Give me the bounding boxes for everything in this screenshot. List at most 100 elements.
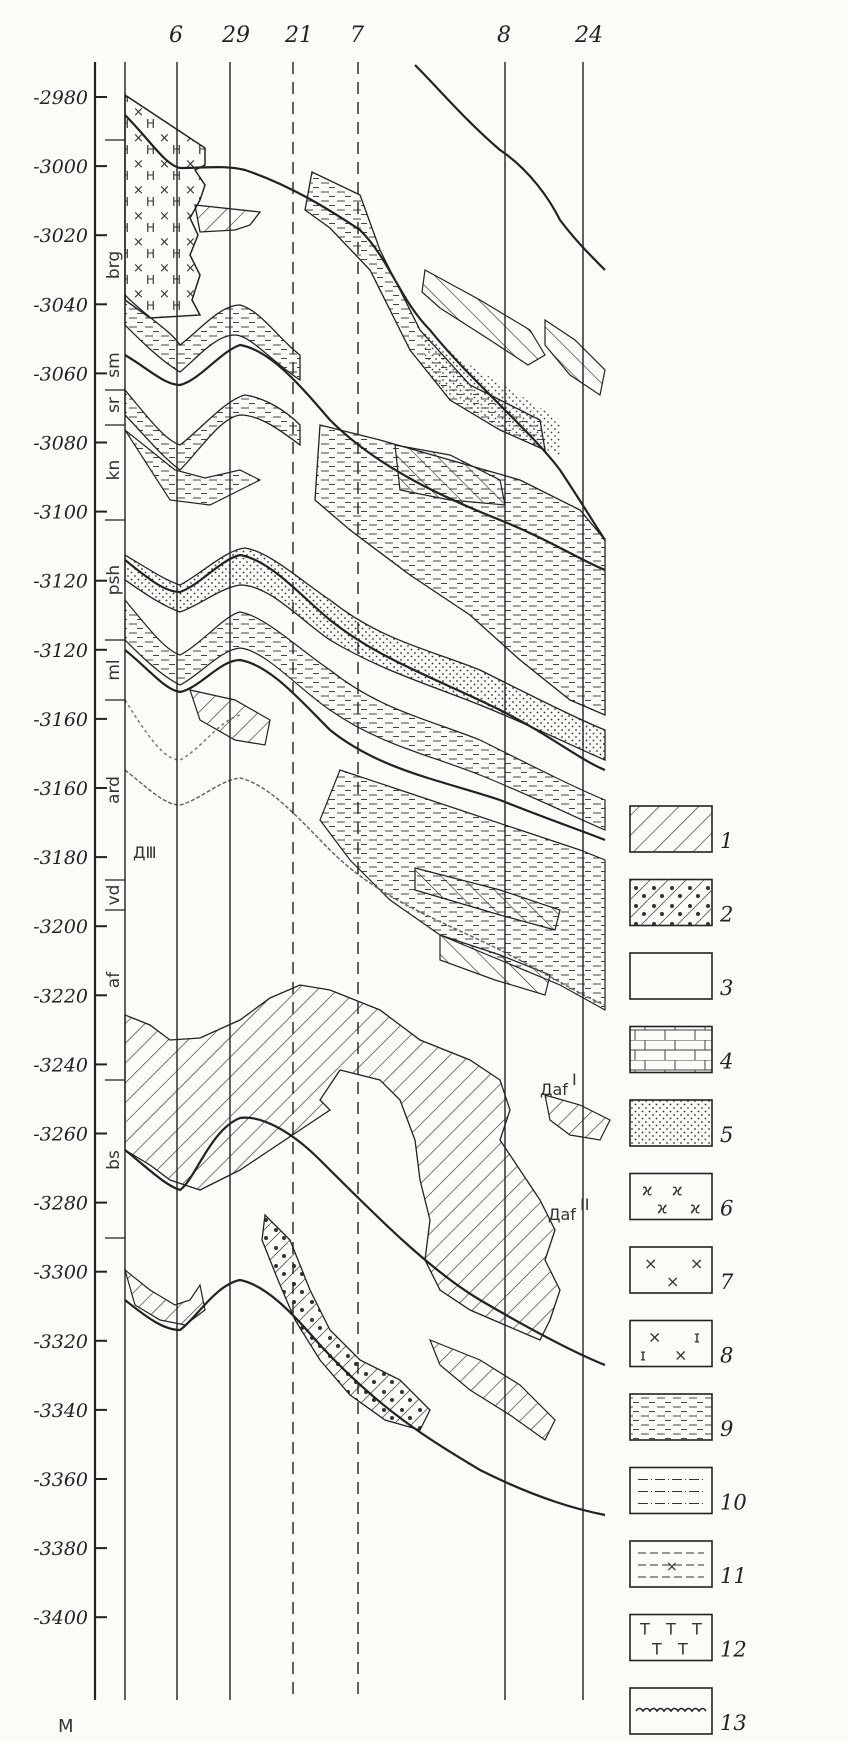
well-label-21: 21 (284, 23, 313, 48)
annotation-daf1: Дaf (540, 1080, 568, 1099)
depth-tick-label: -3360 (33, 1469, 88, 1491)
well-columns: 6 29 21 7 8 24 (124, 23, 603, 1700)
annotation-daf2: Дaf (548, 1205, 576, 1224)
depth-tick-label: -3180 (33, 847, 88, 869)
depth-tick-label: -3340 (33, 1400, 88, 1422)
legend-number: 8 (720, 1344, 733, 1368)
strat-label-brg: brg (104, 251, 124, 279)
strat-label-af: af (104, 971, 124, 988)
legend-swatch-diagonal-hatch (629, 805, 713, 853)
depth-tick-label: -3260 (33, 1124, 88, 1146)
well-label-8: 8 (497, 23, 511, 48)
legend-swatch-dash-dot (629, 1466, 713, 1515)
strat-label-sr: sr (104, 397, 124, 413)
depth-tick-label: -3120 (33, 571, 88, 593)
strat-label-ard: ard (104, 776, 124, 804)
legend-swatch-fine-dots (629, 1099, 713, 1147)
depth-tick-label: -3320 (33, 1331, 88, 1353)
legend-swatch-x-and-i-marks (629, 1319, 713, 1368)
legend-number: 10 (720, 1491, 747, 1515)
well-label-6: 6 (169, 23, 183, 48)
annotation-daf2-superscript: II (580, 1195, 589, 1214)
legend-item-9: 9 (629, 1393, 733, 1441)
boundary-lines (124, 64, 606, 1517)
depth-tick-label: -2980 (33, 87, 88, 109)
legend-item-1: 1 (629, 805, 733, 853)
legend-swatch-mark: ɪ (694, 1328, 700, 1347)
legend-swatch-brick (629, 1025, 713, 1074)
well-label-29: 29 (221, 23, 250, 48)
legend-swatch-mark: T (691, 1620, 702, 1639)
strat-label-bs: bs (104, 1150, 124, 1170)
legend-swatch-mark: ϰ (642, 1181, 653, 1200)
strat-label-sm: sm (104, 352, 124, 377)
legend-item-4: 4 (629, 1025, 733, 1074)
depth-tick-label: -3160 (33, 709, 88, 731)
legend-number: 12 (720, 1638, 747, 1662)
legend-swatch-dash-x (629, 1540, 713, 1588)
legend-swatch-t-marks (629, 1613, 713, 1662)
depth-tick-label: -3060 (33, 363, 88, 385)
depth-tick-label: -3220 (33, 985, 88, 1007)
depth-tick-label: -3380 (33, 1538, 88, 1560)
legend-item-5: 5 (629, 1099, 733, 1147)
legend-number: 3 (720, 976, 733, 1000)
legend-swatch-mark: T (677, 1640, 688, 1659)
depth-axis: -2980-3000-3020-3040-3060-3080-3100-3120… (33, 62, 107, 1737)
legend-item-2: 2 (629, 878, 733, 927)
legend-swatch-x-crosses (629, 1246, 713, 1294)
legend-swatch-mark: T (639, 1620, 650, 1639)
legend-item-11: × 11 (629, 1540, 747, 1588)
legend-swatch-mark: ɪ (640, 1346, 646, 1365)
lithology-bodies (123, 93, 611, 1441)
depth-tick-label: -3080 (33, 433, 88, 455)
legend-item-7: ×××7 (629, 1246, 734, 1294)
depth-tick-label: -3280 (33, 1193, 88, 1215)
depth-tick-label: -3040 (33, 294, 88, 316)
legend-swatch-blank (629, 952, 713, 1000)
depth-tick-label: -3000 (33, 156, 88, 178)
legend-item-10: 10 (629, 1466, 747, 1515)
legend-swatch-mark: × (648, 1328, 661, 1347)
legend-swatch-mark: T (651, 1640, 662, 1659)
stratigraphic-units: brg sm sr kn psh ml ard vd af bs (104, 139, 125, 1239)
legend-number: 4 (719, 1050, 733, 1074)
strat-label-kn: kn (104, 460, 124, 481)
legend-swatch-fill (630, 879, 712, 926)
legend-swatch-mark: × (666, 1272, 679, 1291)
depth-tick-label: -3160 (33, 778, 88, 800)
annotation-d3: ДⅢ (133, 843, 157, 862)
legend-item-13: 13 (629, 1687, 747, 1735)
legend-swatch-mark: T (665, 1620, 676, 1639)
legend-item-3: 3 (629, 952, 733, 1000)
legend-number: 13 (720, 1711, 747, 1735)
legend-swatch-mark: ϰ (672, 1181, 683, 1200)
legend-swatch-mark: ϰ (690, 1199, 701, 1218)
annotations: ДⅢ Дaf I Дaf II (133, 843, 589, 1224)
depth-tick-label: -3200 (33, 916, 88, 938)
legend-number: 2 (719, 903, 733, 927)
strat-label-vd: vd (104, 885, 124, 906)
legend-swatch-mark: ϰ (657, 1199, 668, 1218)
legend-number: 9 (720, 1417, 733, 1441)
well-label-24: 24 (574, 23, 603, 48)
strat-label-psh: psh (104, 565, 124, 595)
depth-tick-label: -3120 (33, 640, 88, 662)
legend-swatch-x-crosses-curly (629, 1172, 713, 1221)
depth-tick-label: -3400 (33, 1607, 88, 1629)
legend-number: 7 (720, 1270, 734, 1294)
annotation-daf1-superscript: I (572, 1070, 577, 1089)
legend-item-8: ×ɪɪ×8 (629, 1319, 733, 1368)
depth-unit-label: M (58, 1716, 74, 1737)
strat-label-ml: ml (104, 659, 124, 680)
well-label-7: 7 (350, 23, 364, 48)
legend-number: 11 (720, 1564, 747, 1588)
legend-swatch-mark: × (674, 1346, 687, 1365)
legend-swatch-mark: × (666, 1559, 678, 1575)
legend-number: 1 (720, 829, 733, 853)
depth-tick-label: -3240 (33, 1054, 88, 1076)
